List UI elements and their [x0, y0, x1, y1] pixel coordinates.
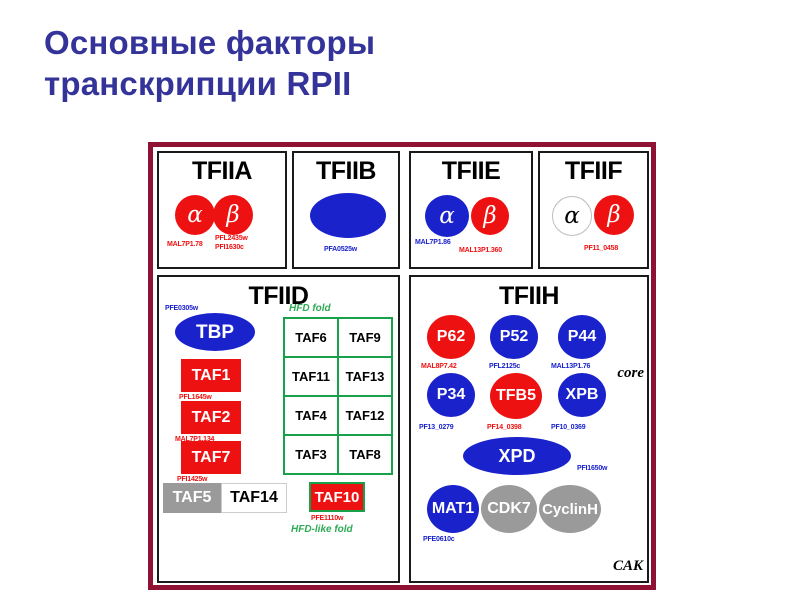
taf1-subunit: TAF1: [181, 359, 241, 392]
tfb5-gene-code: PF14_0398: [487, 424, 522, 431]
p44-subunit: P44: [558, 315, 606, 359]
panel-tfiib-title: TFIIB: [316, 157, 377, 185]
panel-tfiif-title: TFIIF: [564, 157, 623, 185]
tfb5-subunit: TFB5: [490, 373, 542, 419]
tfiif-alpha-subunit: α: [552, 196, 592, 236]
taf2-gene-code: MAL7P1.134: [175, 436, 215, 443]
xpd-gene-code: PFI1650w: [577, 465, 608, 472]
tfiia-gene-code-1: MAL7P1.78: [167, 241, 203, 248]
hfd-fold-label: HFD fold: [289, 303, 331, 314]
panel-tfiih: TFIIH P62 P52 P44 MAL8P7.42 PFL2125c MAL…: [409, 275, 649, 583]
panel-tfiif: TFIIF α β PF11_0458: [538, 151, 649, 269]
panel-tfiia-title: TFIIA: [192, 157, 253, 185]
taf7-gene-code: PFI1425w: [177, 476, 208, 483]
transcription-factors-diagram: TFIIA α β MAL7P1.78 PFL2435w PFI1630c TF…: [148, 142, 656, 590]
tfiie-gene-code-1: MAL7P1.86: [415, 239, 451, 246]
core-complex-label: core: [617, 365, 644, 381]
tbp-subunit: TBP: [175, 313, 255, 351]
tfiif-gene-code: PF11_0458: [584, 245, 619, 252]
hfd-cell: TAF13: [339, 358, 391, 395]
taf7-subunit: TAF7: [181, 441, 241, 474]
cak-complex-label: CAK: [612, 558, 643, 574]
hfd-cell: TAF6: [285, 319, 337, 356]
p62-subunit: P62: [427, 315, 475, 359]
tbp-gene-code: PFE0305w: [165, 305, 199, 312]
p62-gene-code: MAL8P7.42: [421, 363, 457, 370]
hfd-cell: TAF4: [285, 397, 337, 434]
tfiia-gene-code-2: PFL2435w: [215, 235, 248, 242]
hfd-cell: TAF11: [285, 358, 337, 395]
cyclinh-subunit: CyclinH: [539, 485, 601, 533]
tfiib-subunit: [310, 193, 386, 238]
panel-tfiib: TFIIB PFA0525w: [292, 151, 400, 269]
tfiie-alpha-subunit: α: [425, 195, 469, 237]
p34-gene-code: PF13_0279: [419, 424, 454, 431]
mat1-subunit: MAT1: [427, 485, 479, 533]
tfiia-beta-subunit: β: [213, 195, 253, 235]
tfiia-gene-code-3: PFI1630c: [215, 244, 244, 251]
xpd-subunit: XPD: [463, 437, 571, 475]
tfiia-alpha-subunit: α: [175, 195, 215, 235]
taf10-subunit: TAF10: [309, 482, 365, 512]
tfiie-gene-code-2: MAL13P1.360: [459, 247, 502, 254]
cdk7-subunit: CDK7: [481, 485, 537, 533]
tfiie-beta-subunit: β: [471, 197, 509, 235]
taf5-subunit: TAF5: [163, 483, 221, 513]
hfd-cell: TAF3: [285, 436, 337, 473]
panel-tfiie: TFIIE α β MAL7P1.86 MAL13P1.360: [409, 151, 533, 269]
diagram-inner-area: TFIIA α β MAL7P1.78 PFL2435w PFI1630c TF…: [153, 147, 651, 585]
hfd-cell: TAF8: [339, 436, 391, 473]
page-title: Основные факторы транскрипции RPII: [44, 24, 376, 103]
mat1-gene-code: PFE0610c: [423, 536, 455, 543]
taf1-gene-code: PFL1645w: [179, 394, 212, 401]
taf2-subunit: TAF2: [181, 401, 241, 434]
p34-subunit: P34: [427, 373, 475, 417]
p52-gene-code: PFL2125c: [489, 363, 521, 370]
panel-tfiia: TFIIA α β MAL7P1.78 PFL2435w PFI1630c: [157, 151, 287, 269]
xpb-gene-code: PF10_0369: [551, 424, 586, 431]
tfiif-beta-subunit: β: [594, 195, 634, 235]
hfd-cell: TAF9: [339, 319, 391, 356]
taf10-gene-code: PFE1110w: [311, 515, 344, 522]
tfiib-gene-code: PFA0525w: [324, 246, 358, 253]
p44-gene-code: MAL13P1.76: [551, 363, 591, 370]
p52-subunit: P52: [490, 315, 538, 359]
hfd-cell: TAF12: [339, 397, 391, 434]
panel-tfiih-title: TFIIH: [499, 282, 560, 310]
hfd-like-fold-label: HFD-like fold: [291, 524, 353, 535]
hfd-fold-grid: TAF6 TAF9 TAF11 TAF13 TAF4 TAF12 TAF3 TA…: [283, 317, 393, 475]
panel-tfiid-title: TFIID: [248, 282, 310, 310]
panel-tfiid: TFIID PFE0305w TBP TAF1 PFL1645w TAF2 MA…: [157, 275, 400, 583]
xpb-subunit: XPB: [558, 373, 606, 417]
panel-tfiie-title: TFIIE: [441, 157, 501, 185]
taf14-subunit: TAF14: [221, 483, 287, 513]
